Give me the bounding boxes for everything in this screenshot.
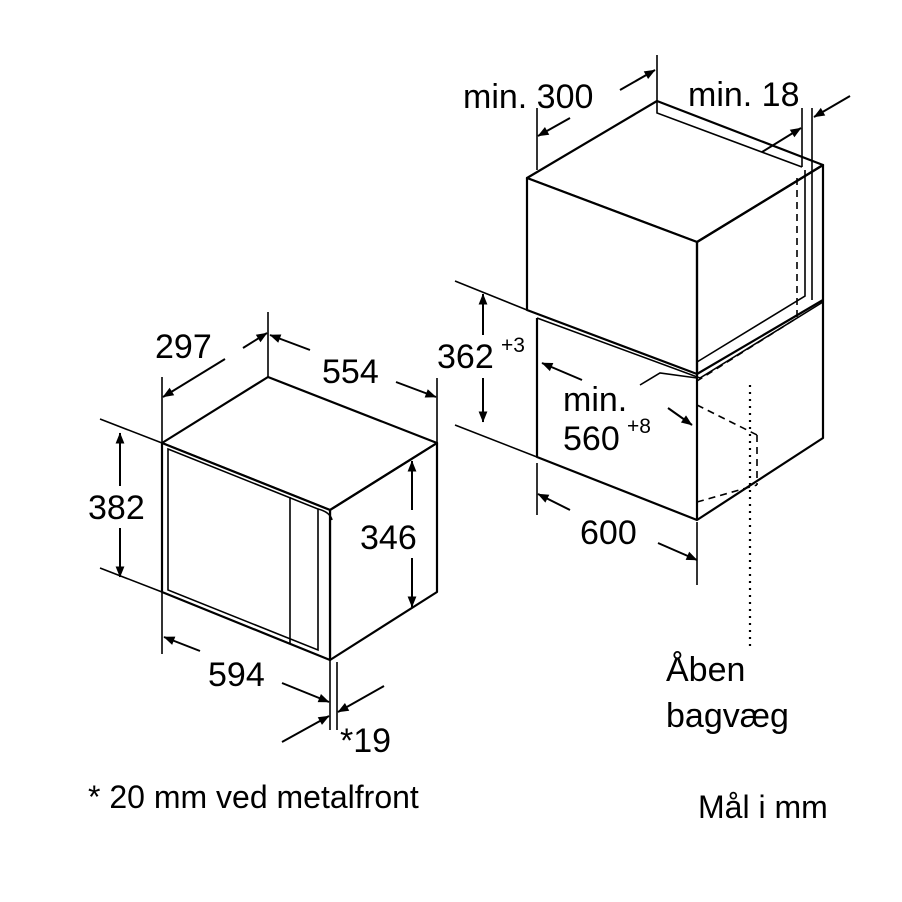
label-depth-297: 297 bbox=[155, 328, 212, 366]
label-width-554: 554 bbox=[322, 353, 379, 391]
microwave-drawing bbox=[99, 312, 439, 743]
dim-front-19-b bbox=[337, 685, 385, 713]
label-min-300: min. 300 bbox=[463, 78, 593, 116]
cabinet-body bbox=[525, 99, 825, 522]
niche-labels: min. 300 min. 18 362 +3 min. 560 +8 600 … bbox=[437, 76, 800, 735]
label-min-18: min. 18 bbox=[688, 76, 800, 114]
dim-min-300-b bbox=[619, 69, 656, 91]
microwave-details bbox=[167, 447, 333, 652]
dim-width-600-b bbox=[657, 542, 698, 561]
microwave-extension-lines bbox=[99, 312, 438, 730]
dim-min-18-b bbox=[813, 95, 851, 118]
dim-width-554 bbox=[269, 334, 311, 351]
label-width-594: 594 bbox=[208, 656, 265, 694]
cabinet-hidden-lines bbox=[696, 178, 798, 503]
microwave-labels: 297 554 382 346 594 *19 bbox=[88, 328, 417, 760]
label-back-wall-line1: Åben bbox=[666, 651, 745, 689]
microwave-dimension-lines bbox=[115, 332, 437, 743]
label-back-wall-line2: bagvæg bbox=[666, 697, 789, 735]
dim-min-18-a bbox=[761, 127, 802, 153]
dim-width-600-a bbox=[537, 493, 571, 511]
footnote: * 20 mm ved metalfront bbox=[88, 779, 419, 815]
label-height-362: 362 bbox=[437, 338, 494, 376]
dim-width-554-b bbox=[395, 381, 437, 398]
dim-width-594-b bbox=[281, 682, 330, 703]
label-width-600: 600 bbox=[580, 514, 637, 552]
label-front-19: *19 bbox=[340, 722, 391, 760]
dim-min-560-a bbox=[541, 362, 583, 381]
label-height-362-tolerance: +3 bbox=[501, 334, 525, 357]
dim-depth-297-b bbox=[242, 332, 268, 349]
units-note: Mål i mm bbox=[698, 789, 828, 825]
label-min: min. bbox=[563, 381, 627, 419]
niche-dimension-lines bbox=[478, 69, 851, 561]
dim-min-560-b bbox=[667, 407, 693, 426]
niche-drawing bbox=[454, 55, 851, 648]
dim-width-594 bbox=[163, 636, 201, 652]
label-width-560: 560 bbox=[563, 420, 620, 458]
label-height-346: 346 bbox=[360, 519, 417, 557]
label-height-382: 382 bbox=[88, 489, 145, 527]
dim-min-300-a bbox=[537, 117, 571, 137]
dim-front-19-a bbox=[281, 715, 330, 743]
niche-extension-lines bbox=[454, 55, 813, 585]
dim-depth-297 bbox=[162, 358, 226, 398]
label-width-560-tolerance: +8 bbox=[627, 415, 651, 438]
